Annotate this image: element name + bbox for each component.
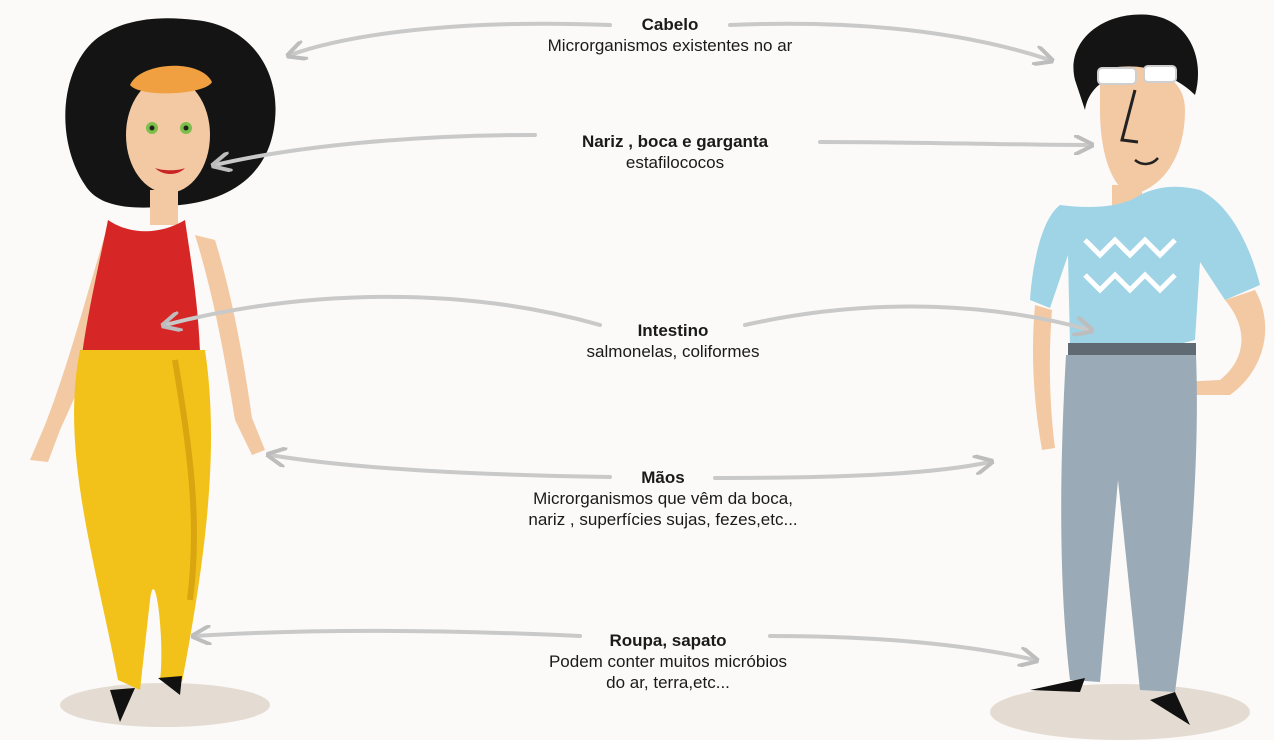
woman-shadow [60,683,270,727]
glasses [1097,67,1137,85]
headband [130,65,212,94]
label-cabelo: Cabelo Microrganismos existentes no ar [548,14,793,56]
arrow-maos-left [270,455,612,479]
label-title: Roupa, sapato [609,631,727,650]
man-shadow [990,684,1250,740]
woman-top [82,220,200,362]
label-title: Nariz , boca e garganta [581,132,769,151]
arrow-intestino-left [165,294,602,325]
woman-pants [74,350,212,690]
woman-figure [30,18,276,722]
label-maos: Mãos Microrganismos que vêm da boca, nar… [528,467,797,530]
man-shirt [1030,186,1260,350]
label-line: do ar, terra,etc... [606,673,730,692]
arrow-cabelo-right [728,21,1050,60]
man-figure [1030,14,1266,725]
man-hair [1073,14,1198,110]
arrow-roupa-left [195,631,582,636]
arrows [165,21,1090,660]
woman-face [126,77,210,193]
label-line: estafilococos [625,153,725,172]
label-title: Intestino [637,321,709,340]
label-line: Microrganismos existentes no ar [547,36,793,55]
label-nariz: Nariz , boca e garganta estafilococos [582,131,768,173]
man-face [1100,66,1185,195]
label-line: nariz , superfícies sujas, fezes,etc... [528,510,798,529]
label-title: Mãos [641,468,685,487]
label-line: salmonelas, coliformes [586,342,760,361]
label-line: Microrganismos que vêm da boca, [533,489,793,508]
label-title: Cabelo [641,15,699,34]
arrow-maos-right [713,462,990,480]
arrow-cabelo-left [290,21,612,55]
label-roupa: Roupa, sapato Podem conter muitos micrób… [549,630,787,693]
label-intestino: Intestino salmonelas, coliformes [587,320,760,362]
arrow-nariz-right [818,142,1090,145]
arrow-nariz-left [215,133,537,165]
arrow-intestino-right [743,304,1090,330]
man-pants [1061,355,1197,692]
label-line: Podem conter muitos micróbios [548,652,788,671]
arrow-roupa-right [768,634,1035,660]
